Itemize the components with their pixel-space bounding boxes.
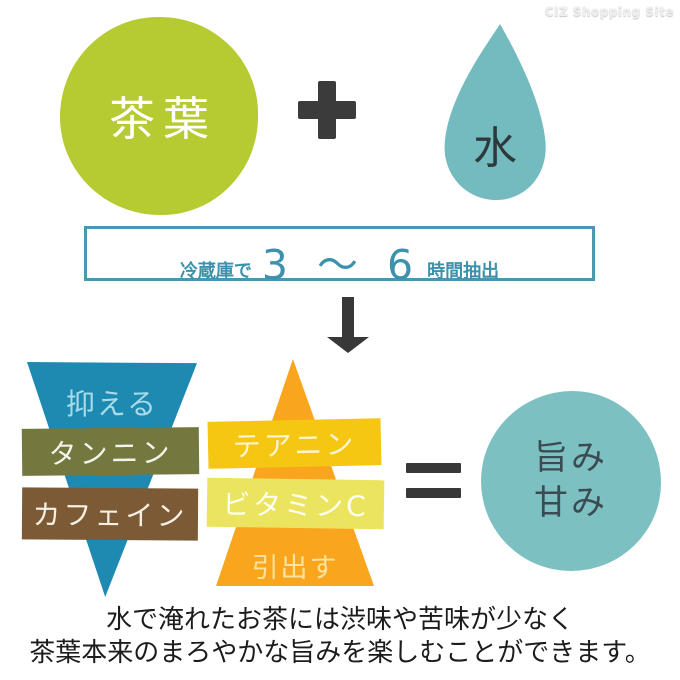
brew-range-label: 3 〜 6 [261, 241, 422, 289]
result-line-sweetness: 甘み [534, 483, 608, 523]
tea-leaves-label: 茶葉 [109, 92, 217, 146]
equals-icon [406, 463, 461, 498]
water-drop-icon: 水 [438, 22, 552, 204]
equals-bottom-bar [406, 488, 461, 498]
water-drop-shape [444, 24, 546, 200]
result-circle: 旨み 甘み [481, 391, 661, 571]
tannin-label: タンニン [48, 435, 173, 471]
brew-prefix-label: 冷蔵庫で [179, 261, 252, 282]
down-arrow-stem [342, 297, 354, 338]
watermark: CIZ Shopping Site [544, 5, 674, 19]
tannin-bar: タンニン [21, 427, 200, 476]
plus-icon-vertical-bar [318, 81, 336, 139]
result-line-umami: 旨み [534, 438, 608, 479]
brew-suffix-label: 時間抽出 [427, 261, 500, 282]
brew-time-box: 冷蔵庫で 3 〜 6 時間抽出 [84, 226, 595, 289]
caption-line-2: 茶葉本来のまろやかな旨みを楽しむことができます。 [29, 638, 651, 668]
water-label: 水 [473, 123, 517, 174]
suppress-title: 抑える [65, 387, 159, 421]
tea-leaves-circle: 茶葉 [60, 17, 258, 215]
theanine-bar: テアニン [207, 418, 382, 469]
result-labels: 旨み 甘み [534, 436, 608, 526]
plus-icon [298, 81, 356, 139]
caption-line-1: 水で淹れたお茶には渋味や苦味が少なく [105, 605, 574, 635]
vitamin-c-bar: ビタミンC [206, 477, 385, 530]
theanine-label: テアニン [232, 427, 357, 463]
equals-top-bar [406, 463, 461, 473]
caption: 水で淹れたお茶には渋味や苦味が少なく 茶葉本来のまろやかな旨みを楽しむことができ… [0, 604, 680, 670]
caffeine-bar: カフェイン [21, 487, 199, 541]
extract-title: 引出す [251, 553, 339, 584]
down-arrow-icon [327, 297, 369, 353]
down-arrow-head [327, 337, 369, 353]
vitamin-c-label: ビタミンC [221, 487, 369, 523]
caffeine-label: カフェイン [32, 498, 188, 533]
